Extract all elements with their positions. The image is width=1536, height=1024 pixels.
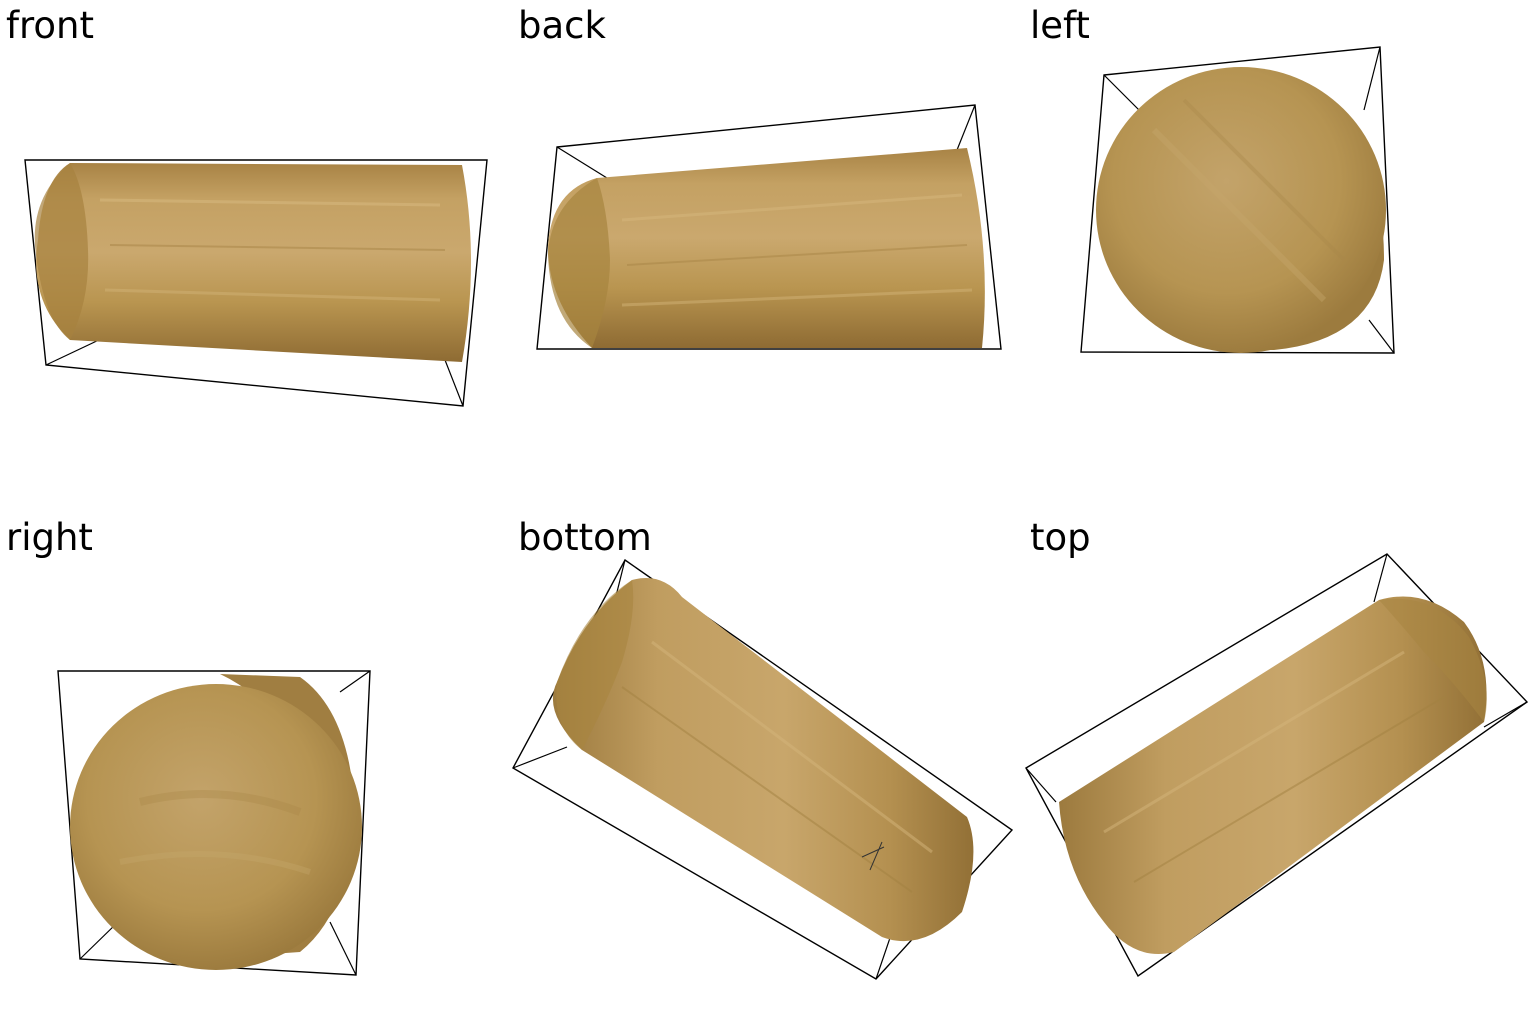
view-label: right <box>6 516 93 559</box>
cylinder-body <box>552 578 974 942</box>
view-label: top <box>1030 516 1091 559</box>
bounding-box <box>536 104 1002 350</box>
view-label: left <box>1030 4 1090 47</box>
view-panel-bottom: bottom <box>512 512 1024 1024</box>
cylinder-body <box>547 148 985 348</box>
top-render <box>1025 553 1529 978</box>
back-render <box>536 104 1002 350</box>
view-label: front <box>6 4 95 47</box>
view-label: back <box>518 4 606 47</box>
right-render <box>57 670 371 976</box>
view-panel-top: top <box>1024 512 1536 1024</box>
view-panel-right: right <box>0 512 512 1024</box>
view-panel-front: front <box>0 0 512 512</box>
cylinder-end-face <box>1096 67 1386 353</box>
left-render <box>1080 46 1395 354</box>
front-render <box>24 159 488 407</box>
view-panel-back: back <box>512 0 1024 512</box>
view-label: bottom <box>518 516 652 559</box>
view-panel-left: left <box>1024 0 1536 512</box>
cylinder-body <box>36 163 471 362</box>
cylinder-end-face <box>70 684 362 970</box>
bottom-render <box>512 558 1014 980</box>
surface-crack <box>861 841 885 871</box>
cylinder-body <box>1059 596 1487 954</box>
